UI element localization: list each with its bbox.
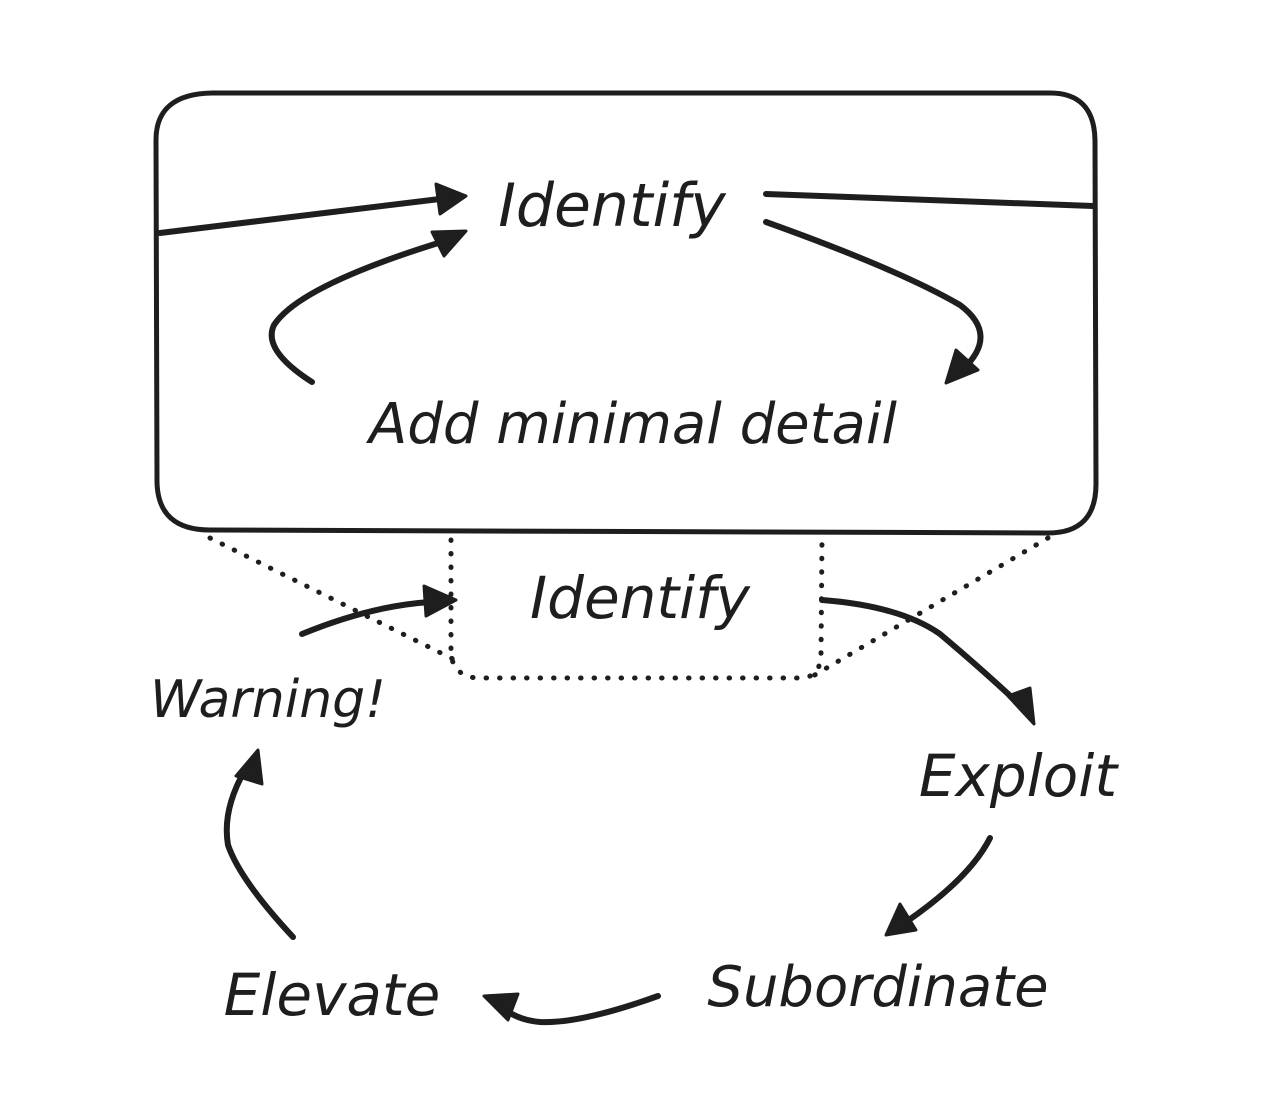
zoom-line-right: [810, 535, 1051, 679]
arrow-warning-to-identify: [299, 599, 433, 637]
arrow-elevate-to-warning: [223, 767, 296, 940]
arrow-detail-to-identify-head: [430, 229, 468, 258]
node-subordinate: Subordinate: [707, 955, 1048, 1020]
inner-identify-frame: [448, 537, 825, 681]
arrow-elevate-to-warning-head: [234, 748, 264, 786]
arrow-identify-to-exploit: [819, 597, 1023, 708]
arrow-entry-to-identify: [157, 195, 451, 236]
zoom-line-left: [207, 535, 458, 663]
node-exploit: Exploit: [919, 742, 1120, 810]
arrow-warning-to-identify-head: [422, 584, 458, 618]
arrow-exploit-to-subordinate: [903, 835, 993, 925]
arrow-subordinate-to-elevate-head: [482, 992, 520, 1022]
node-identify-top: Identify: [498, 171, 727, 241]
detail-box: [153, 90, 1099, 536]
arrow-identify-to-detail-head: [944, 348, 980, 385]
node-warning: Warning!: [150, 670, 386, 730]
line-identify-to-exit: [763, 191, 1096, 209]
arrow-exploit-to-subordinate-head: [884, 902, 918, 937]
node-elevate: Elevate: [224, 961, 441, 1029]
arrow-detail-to-identify: [268, 237, 451, 385]
node-identify-inner: Identify: [530, 564, 751, 632]
arrow-subordinate-to-elevate: [495, 993, 661, 1026]
node-add-minimal-detail: Add minimal detail: [366, 392, 897, 457]
arrow-entry-to-identify-head: [434, 182, 468, 216]
arrow-identify-to-detail: [763, 219, 984, 373]
arrow-identify-to-exploit-head: [1006, 686, 1036, 726]
